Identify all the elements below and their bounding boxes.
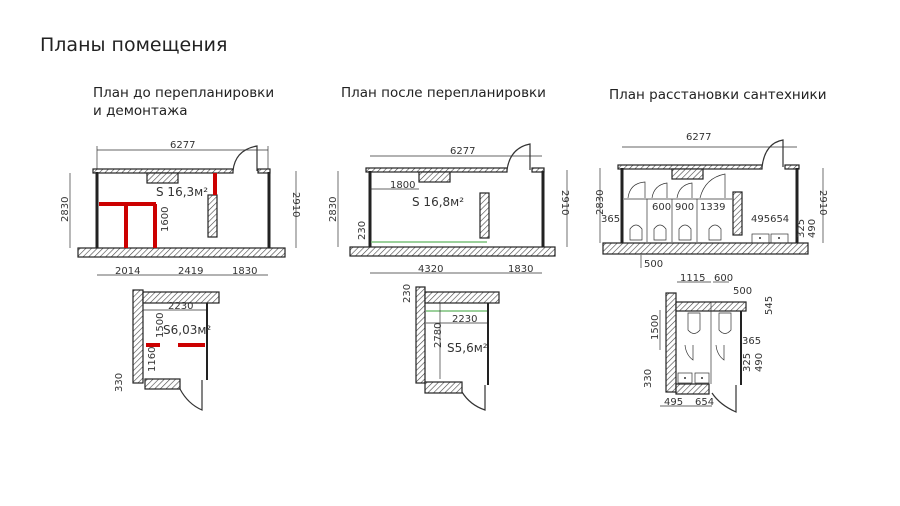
dim-bottom: 500 (644, 259, 663, 270)
plan-plumbing-caption: План расстановки сантехники (609, 87, 827, 103)
dim-v1: 325 (796, 219, 807, 238)
dim-inner: 365 (742, 336, 761, 347)
dim-total: 6277 (450, 146, 475, 157)
plan-before-small: 2230 S6,03м² 1500 1160 330 (114, 289, 220, 411)
dim-total: 6277 (686, 132, 711, 143)
dim-right: 2910 (559, 190, 570, 215)
dim-left-inner: 365 (601, 214, 620, 225)
dim-v2: 1160 (147, 347, 158, 372)
dim-right: 2910 (290, 192, 301, 217)
dim-bottom: 2014 (115, 266, 140, 277)
stall-doors (624, 173, 732, 242)
dim-width: 2230 (452, 314, 477, 325)
plan-plumbing-small: 1115 600 500 545 1500 365 325 490 330 49… (643, 273, 775, 413)
dim-v2: 490 (807, 219, 818, 238)
dim-v1: 325 (742, 353, 753, 372)
dim-bottom: 4320 (418, 264, 443, 275)
dim-v1: 1500 (155, 313, 166, 338)
dim-bottom: 654 (695, 397, 714, 408)
dim-stall: 900 (675, 202, 694, 213)
area-label: S 16,3м² (156, 185, 208, 199)
plan-before-caption: План до перепланировки и демонтажа (93, 84, 274, 120)
plan-plumbing-main: 6277 600 900 1339 365 (595, 132, 828, 270)
area-label: S6,03м² (163, 323, 211, 337)
area-label: S 16,8м² (412, 195, 464, 209)
dim-stall: 1339 (700, 202, 725, 213)
plan-after-caption: План после перепланировки (341, 85, 546, 101)
dim-top: 500 (733, 286, 752, 297)
dim-step: 230 (402, 284, 413, 303)
dim-left: 1500 (650, 315, 661, 340)
area-label: S5,6м² (447, 341, 488, 355)
dim-right: 545 (764, 296, 775, 315)
dim-sinks: 495654 (751, 214, 789, 225)
toilets (629, 224, 722, 241)
plan-before-main: 6277 S 16,3м² 1600 2830 2910 2014 2419 1… (60, 140, 301, 277)
plan-after-main: 6277 1800 S 16,8м² 230 2830 2910 4320 18… (328, 143, 570, 275)
dim-v1: 2780 (433, 323, 444, 348)
toilets (687, 312, 732, 334)
page-title: Планы помещения (40, 34, 228, 56)
dim-bottom: 495 (664, 397, 683, 408)
dim-stall: 600 (652, 202, 671, 213)
dim-inner: 1600 (160, 207, 171, 232)
dim-bottom: 1830 (508, 264, 533, 275)
dim-width: 2230 (168, 301, 193, 312)
dim-total: 6277 (170, 140, 195, 151)
dim-top: 1115 (680, 273, 705, 284)
plan-after-small: 2230 2780 S5,6м² 230 (402, 284, 500, 411)
sinks (677, 372, 710, 384)
dim-inner: 1800 (390, 180, 415, 191)
dim-step: 230 (357, 221, 368, 240)
dim-left: 2830 (328, 197, 339, 222)
dim-bottom: 2419 (178, 266, 203, 277)
dim-right: 2910 (817, 190, 828, 215)
sinks (751, 233, 789, 244)
dim-top: 600 (714, 273, 733, 284)
caption-line: и демонтажа (93, 103, 188, 119)
dim-step: 330 (643, 369, 654, 388)
dim-bottom: 1830 (232, 266, 257, 277)
caption-line: План до перепланировки (93, 85, 275, 101)
dim-step: 330 (114, 373, 125, 392)
dim-v2: 490 (754, 353, 765, 372)
dim-left: 2830 (595, 190, 606, 215)
dim-left: 2830 (60, 197, 71, 222)
